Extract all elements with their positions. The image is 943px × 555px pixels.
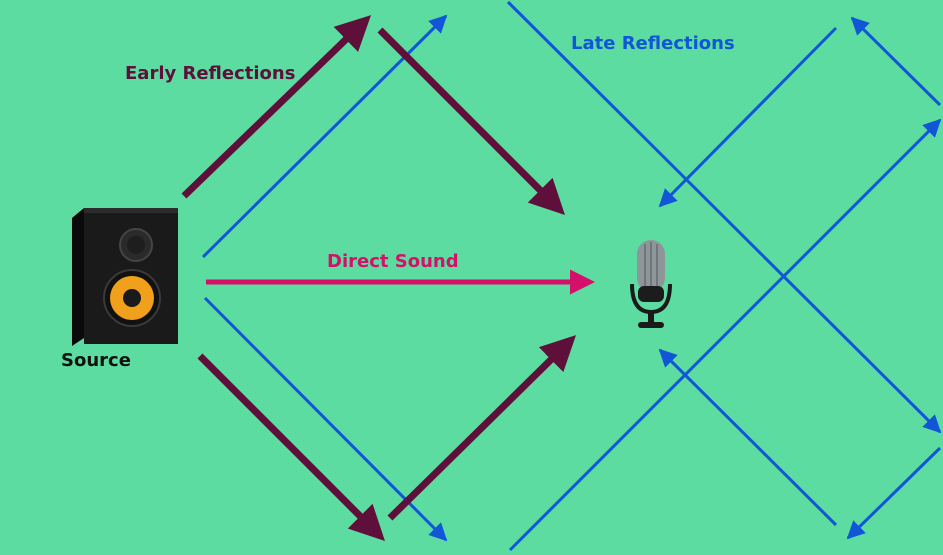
early-path-4	[387, 335, 576, 521]
late-path-7	[658, 348, 838, 527]
late-path-5	[658, 26, 838, 208]
early-path-2	[377, 27, 565, 215]
late-path-8	[846, 446, 942, 540]
speaker-icon	[72, 208, 178, 346]
source-label: Source	[61, 350, 131, 371]
late-path-2	[506, 0, 942, 434]
early-path-1	[181, 15, 372, 199]
late-reflections-label: Late Reflections	[571, 33, 735, 54]
late-path-1	[201, 14, 448, 259]
late-path-4	[203, 296, 448, 542]
early-reflections-label: Early Reflections	[125, 63, 296, 84]
early-reflection-paths	[181, 15, 576, 541]
early-path-3	[197, 353, 385, 541]
late-reflection-paths	[201, 0, 942, 552]
late-path-6	[850, 16, 942, 107]
microphone-icon	[630, 240, 672, 328]
direct-sound-label: Direct Sound	[327, 251, 459, 272]
late-path-3	[508, 118, 942, 552]
